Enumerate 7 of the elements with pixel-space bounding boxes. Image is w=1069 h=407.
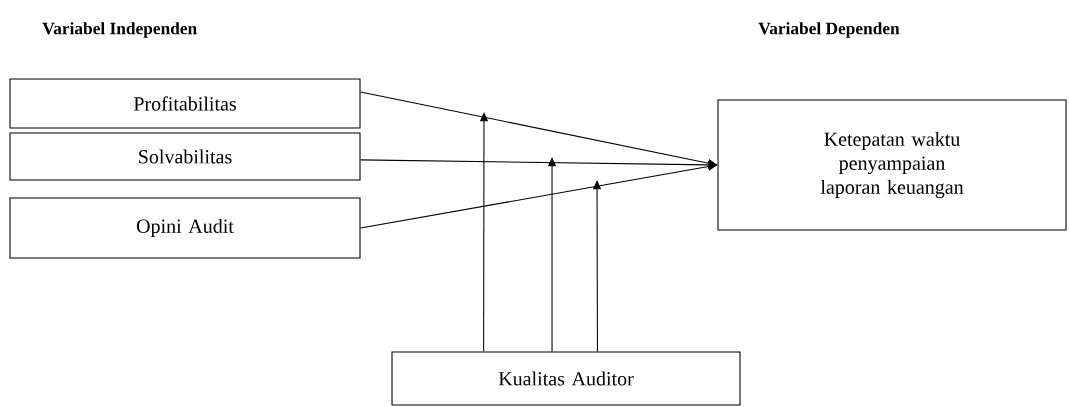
variable-box: Opini Audit xyxy=(9,197,361,259)
heading-label: Variabel Dependen xyxy=(758,22,900,38)
variable-box: Profitabilitas xyxy=(9,78,361,129)
variable-box: Kualitas Auditor xyxy=(391,351,741,406)
variable-box: Solvabilitas xyxy=(9,132,361,181)
heading-label: Variabel Independen xyxy=(42,22,197,38)
variable-box: Ketepatan waktu penyampaian laporan keuangan xyxy=(717,99,1067,231)
